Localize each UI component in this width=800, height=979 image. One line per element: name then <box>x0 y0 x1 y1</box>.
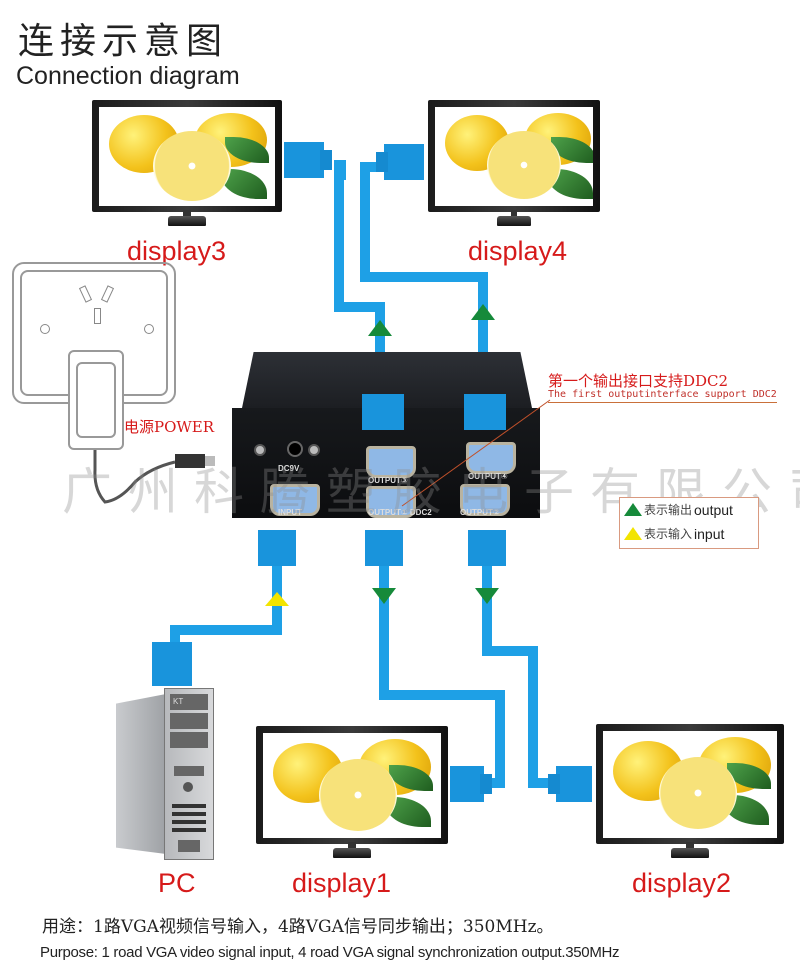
legend: 表示输出 output 表示输入 input <box>619 497 759 549</box>
vga-plug-input <box>258 530 296 566</box>
vga-plug-output2 <box>468 530 506 566</box>
ddc-note-english: The first outputinterface support DDC2 <box>548 389 777 403</box>
pc-brand: KT <box>170 694 208 710</box>
monitor-display1 <box>256 726 448 858</box>
label-pc: PC <box>158 868 196 898</box>
power-cord <box>93 450 215 504</box>
title-chinese: 连接示意图 <box>18 21 229 62</box>
port-output4 <box>466 442 516 474</box>
monitor-display3 <box>92 100 282 226</box>
port-label-dc: DC9V <box>278 464 300 473</box>
legend-output: 表示输出 output <box>624 501 733 518</box>
label-display3: display3 <box>127 236 227 266</box>
port-output3 <box>366 446 416 478</box>
port-label-output4: OUTPUT④ <box>468 472 508 481</box>
title-english: Connection diagram <box>16 62 240 90</box>
vga-plug-output1 <box>365 530 403 566</box>
legend-input: 表示输入 input <box>624 525 724 542</box>
output-arrow-display2 <box>475 588 499 604</box>
yellow-triangle-icon <box>624 527 642 540</box>
dc-jack <box>287 441 303 457</box>
vga-plug-output4 <box>464 394 506 430</box>
label-display1: display1 <box>292 868 392 898</box>
port-output2 <box>460 484 510 516</box>
output-arrow-display3 <box>368 320 392 336</box>
port-input <box>270 484 320 516</box>
output-arrow-display4 <box>471 304 495 320</box>
legend-output-cn: 表示输出 <box>644 503 693 517</box>
output-arrow-display1 <box>372 588 396 604</box>
port-label-output3: OUTPUT③ <box>368 476 408 485</box>
power-adapter <box>68 350 124 450</box>
power-button-icon <box>183 782 193 792</box>
legend-output-en: output <box>694 501 733 518</box>
ddc-pointer-line <box>401 399 551 507</box>
pc-tower: KT <box>116 688 214 860</box>
port-label-input: INPUT <box>278 508 302 517</box>
legend-input-en: input <box>694 525 725 542</box>
monitor-display2 <box>596 724 784 858</box>
label-power: 电源POWER <box>124 418 215 436</box>
monitor-display4 <box>428 100 600 226</box>
input-arrow-pc <box>265 592 289 606</box>
ddc-note-chinese: 第一个输出接口支持DDC2 <box>548 372 729 390</box>
vga-splitter-box: DC9V INPUT OUTPUT③ OUTPUT① DDC2 OUTPUT④ … <box>232 352 540 522</box>
port-label-output1: OUTPUT① DDC2 <box>368 508 432 517</box>
label-display2: display2 <box>632 868 732 898</box>
vga-plug-output3 <box>362 394 404 430</box>
port-label-output2: OUTPUT② <box>460 508 500 517</box>
label-display4: display4 <box>468 236 568 266</box>
legend-input-cn: 表示输入 <box>644 527 693 541</box>
green-triangle-icon <box>624 503 642 516</box>
purpose-chinese: 用途：1路VGA视频信号输入，4路VGA信号同步输出；350MHz。 <box>42 917 554 937</box>
purpose-english: Purpose: 1 road VGA video signal input, … <box>40 944 620 961</box>
vga-plug-pc <box>152 642 192 686</box>
